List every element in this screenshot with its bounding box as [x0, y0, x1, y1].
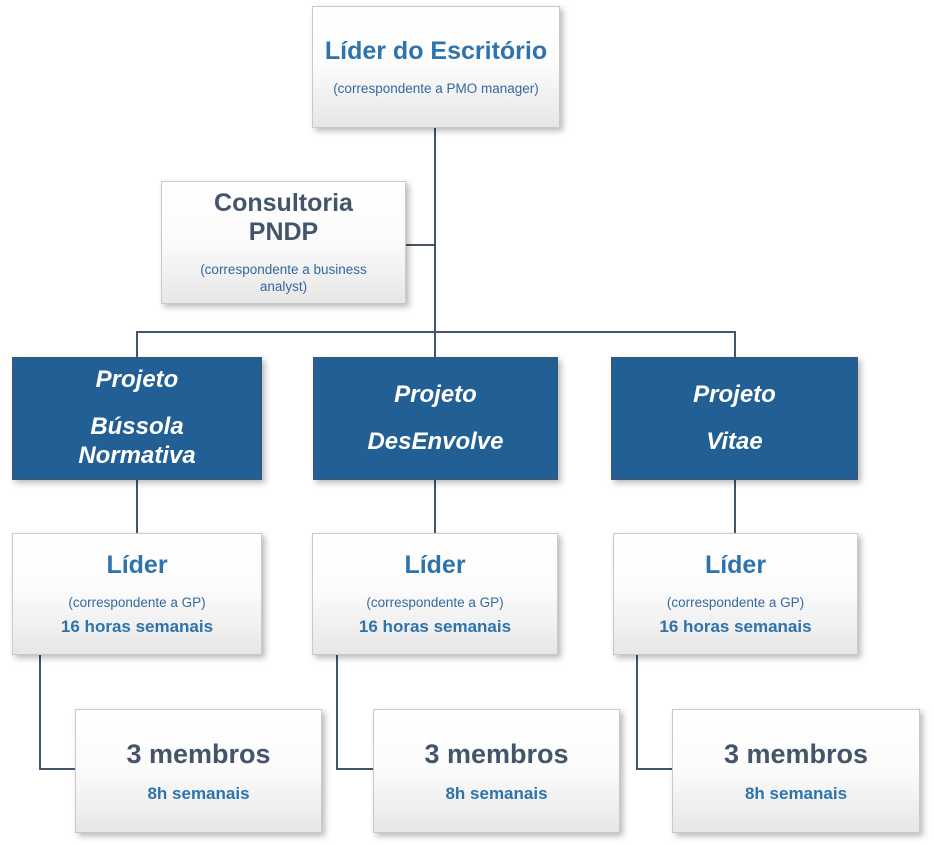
leader-title: Líder	[404, 550, 466, 579]
team-hours: 8h semanais	[744, 783, 848, 803]
connector-leader-team-1-v	[39, 655, 41, 770]
connector-drop-2	[434, 331, 436, 357]
leader-title: Líder	[704, 550, 767, 579]
project-bussola-box: Projeto Bússola Normativa	[12, 357, 262, 480]
project-label: Projeto	[95, 366, 179, 394]
connector-top-vertical	[434, 128, 436, 333]
leader-hours: 16 horas semanais	[659, 617, 812, 637]
office-leader-title: Líder do Escritório	[324, 36, 548, 65]
project-name: Vitae	[706, 427, 763, 455]
consultancy-title: Consultoria PNDP	[214, 189, 353, 246]
connector-project-leader-3	[734, 480, 736, 533]
project-name: Bússola Normativa	[78, 413, 196, 469]
team-hours: 8h semanais	[445, 783, 548, 803]
leader-box-1: Líder (correspondente a GP) 16 horas sem…	[12, 533, 262, 655]
project-label: Projeto	[693, 380, 776, 408]
connector-leader-team-3-h	[636, 768, 672, 770]
connector-project-leader-1	[136, 480, 138, 533]
team-box-1: 3 membros 8h semanais	[75, 709, 322, 833]
connector-leader-team-1-h	[39, 768, 75, 770]
leader-hours: 16 horas semanais	[60, 617, 214, 637]
connector-drop-1	[136, 331, 138, 357]
team-hours: 8h semanais	[147, 783, 250, 803]
leader-hours: 16 horas semanais	[358, 617, 512, 637]
connector-leader-team-2-h	[336, 768, 373, 770]
project-desenvolve-box: Projeto DesEnvolve	[313, 357, 558, 480]
team-size: 3 membros	[723, 738, 869, 769]
connector-project-leader-2	[434, 480, 436, 533]
connector-leader-team-3-v	[636, 655, 638, 770]
connector-drop-3	[734, 331, 736, 357]
project-label: Projeto	[394, 380, 477, 408]
team-size: 3 membros	[126, 738, 271, 769]
connector-leader-team-2-v	[336, 655, 338, 770]
project-vitae-box: Projeto Vitae	[611, 357, 858, 480]
leader-subtitle: (correspondente a GP)	[666, 594, 805, 610]
team-size: 3 membros	[424, 738, 569, 769]
office-leader-box: Líder do Escritório (correspondente a PM…	[312, 6, 560, 128]
leader-box-3: Líder (correspondente a GP) 16 horas sem…	[613, 533, 858, 655]
connector-consultancy	[405, 244, 434, 246]
leader-box-2: Líder (correspondente a GP) 16 horas sem…	[312, 533, 558, 655]
leader-title: Líder	[106, 550, 168, 579]
consultancy-subtitle: (correspondente a business analyst)	[200, 261, 367, 295]
office-leader-subtitle: (correspondente a PMO manager)	[333, 80, 539, 96]
consultancy-box: Consultoria PNDP (correspondente a busin…	[161, 181, 406, 304]
connector-distribution	[136, 331, 736, 333]
team-box-3: 3 membros 8h semanais	[672, 709, 920, 833]
project-name: DesEnvolve	[367, 427, 504, 455]
leader-subtitle: (correspondente a GP)	[366, 594, 504, 610]
team-box-2: 3 membros 8h semanais	[373, 709, 620, 833]
leader-subtitle: (correspondente a GP)	[68, 594, 206, 610]
